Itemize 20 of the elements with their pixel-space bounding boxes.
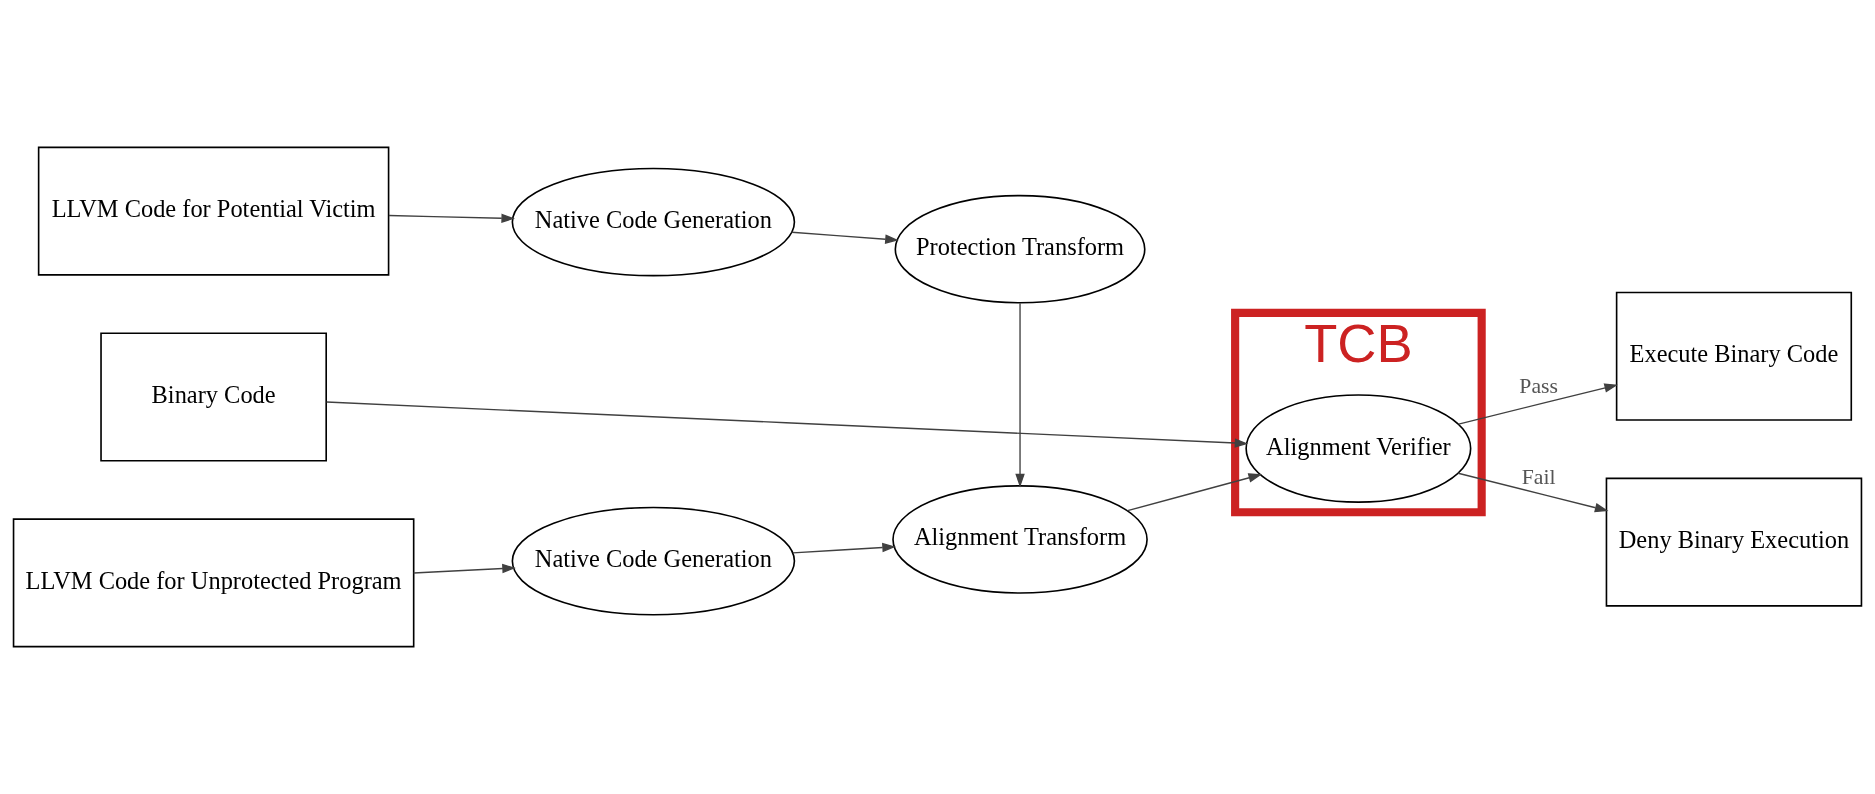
- node-ellipse: Native Code Generation: [511, 506, 796, 616]
- arrow: [413, 563, 516, 574]
- node-ellipse: Native Code Generation: [511, 167, 796, 277]
- arrow: [325, 401, 1249, 448]
- edge-label: Pass: [1519, 373, 1558, 398]
- node-box: LLVM Code for Potential Victim: [37, 146, 390, 276]
- arrow: [792, 542, 896, 554]
- node-box: Execute Binary Code: [1615, 291, 1853, 421]
- node-box: Binary Code: [100, 332, 327, 462]
- node-ellipse: Protection Transform: [894, 194, 1146, 304]
- arrow: [1015, 302, 1025, 488]
- arrow: [791, 231, 899, 244]
- node-ellipse: Alignment Transform: [892, 485, 1148, 594]
- arrow: [1458, 383, 1618, 425]
- arrow: [1457, 472, 1609, 513]
- node-box: LLVM Code for Unprotected Program: [12, 518, 415, 648]
- arrow: [388, 213, 515, 224]
- arrow: [1126, 473, 1263, 512]
- edge-label: Fail: [1521, 464, 1556, 489]
- node-box: Deny Binary Execution: [1605, 477, 1863, 607]
